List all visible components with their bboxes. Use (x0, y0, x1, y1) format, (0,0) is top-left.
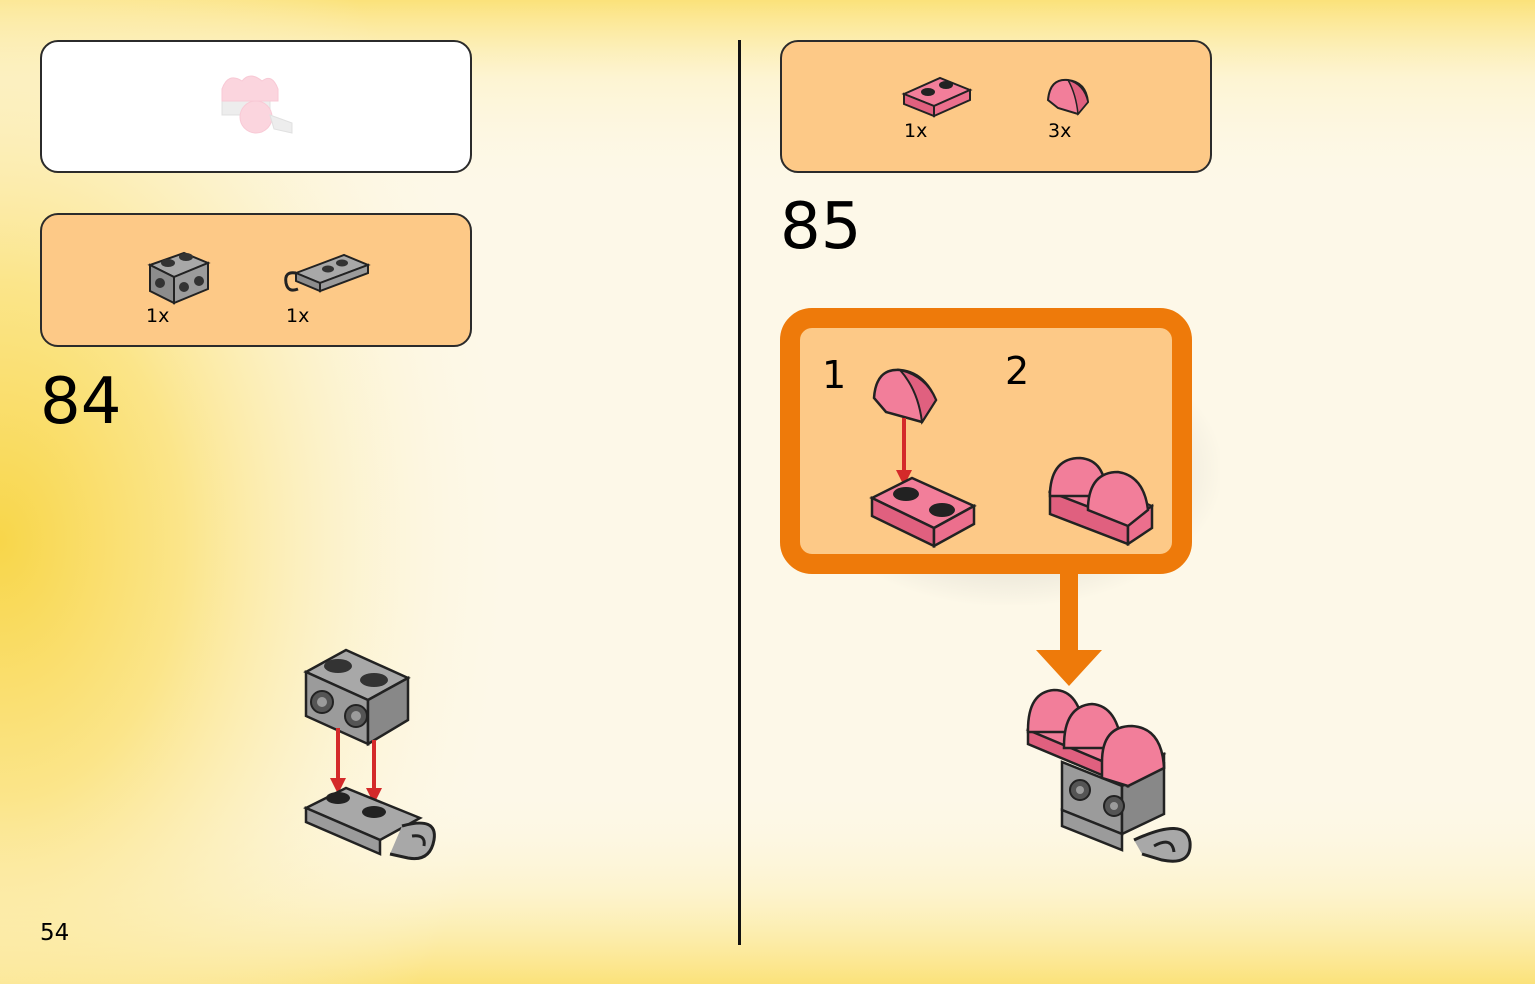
page-number: 54 (40, 920, 70, 946)
substep-number-2: 2 (1005, 349, 1030, 393)
part-qty-label: 3x (1048, 120, 1072, 142)
part-qty-label: 1x (146, 305, 170, 327)
parts-list-box-step-84: 1x 1x (40, 213, 472, 347)
part-qty-label: 1x (904, 120, 928, 142)
gray-plate-with-clip-icon (284, 253, 371, 293)
substep-number-1: 1 (822, 353, 847, 397)
step-number-84: 84 (40, 365, 122, 439)
step-number-85: 85 (780, 190, 862, 264)
step-85-assembly-illustration (1025, 688, 1192, 863)
substep-2-illustration (1048, 456, 1155, 546)
page-divider (738, 40, 741, 945)
substep-1-illustration (869, 368, 977, 549)
callout-connector-arrow (1060, 574, 1078, 656)
pink-assembly-preview-icon (221, 75, 293, 134)
callout-arrow-head (1036, 650, 1102, 686)
pink-curved-slope-icon (1046, 78, 1090, 116)
assembly-preview-box (40, 40, 472, 173)
gray-1x2-brick-with-side-studs-icon (147, 251, 211, 305)
sub-assembly-callout: 1 2 (780, 308, 1192, 574)
part-qty-label: 1x (286, 305, 310, 327)
step-84-assembly-illustration (303, 648, 436, 861)
parts-list-box-step-85: 1x 3x (780, 40, 1212, 173)
pink-1x2-plate-icon (901, 76, 973, 118)
